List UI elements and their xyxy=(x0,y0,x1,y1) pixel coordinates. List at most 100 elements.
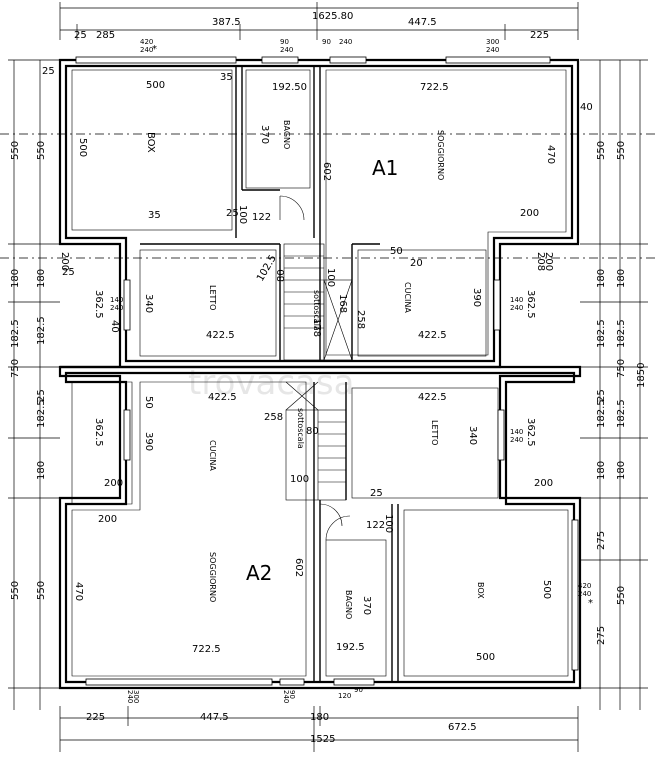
dim-bot-win120: 120 xyxy=(338,692,351,700)
dim-top-win2b: 240 xyxy=(280,46,293,54)
a2-dim-122: 122 xyxy=(366,520,385,531)
a2-cucina-soggiorno-outline xyxy=(71,381,307,677)
a1-win-240b: 240 xyxy=(110,304,123,312)
dim-left-180b: 180 xyxy=(36,461,47,480)
dim-top-225: 225 xyxy=(530,30,549,41)
dim-bot-6725: 672.5 xyxy=(448,722,477,733)
dim-bot-225: 225 xyxy=(86,712,105,723)
a1-dim-left-25b: 25 xyxy=(62,267,75,278)
a1-dim-50: 50 xyxy=(390,246,403,257)
a1-dim-80: 80 xyxy=(276,269,287,282)
a2-dim-1925: 192.5 xyxy=(336,642,365,653)
dim-bot-180: 180 xyxy=(310,712,329,723)
dim-right2-550: 550 xyxy=(616,141,627,160)
dim-top-285: 285 xyxy=(96,30,115,41)
a2-dim-50: 50 xyxy=(143,396,154,409)
dim-left-1825: 182.5 xyxy=(10,319,21,348)
a2-letto-label: LETTO xyxy=(430,420,439,445)
dim-left-180: 180 xyxy=(10,269,21,288)
a1-win-240: 240 xyxy=(510,304,523,312)
a2-dim-r3625: 362.5 xyxy=(525,418,536,447)
a1-dim-20: 20 xyxy=(410,258,423,269)
a1-dim-122: 122 xyxy=(252,212,271,223)
a1-win-140: 140 xyxy=(510,296,523,304)
dim-top-win4b: 240 xyxy=(486,46,499,54)
dim-left-550b: 550 xyxy=(10,581,21,600)
a1-sottoscala-label: sottoscala xyxy=(312,290,321,331)
dim-bot-win90: 90 xyxy=(288,690,296,699)
unit-a2-label: A2 xyxy=(246,561,272,585)
a2-dim-letto-340: 340 xyxy=(467,426,478,445)
dim-right2-1825: 182.5 xyxy=(616,319,627,348)
dim-left-750: 750 xyxy=(10,359,21,378)
a2-windows xyxy=(85,409,579,686)
a1-dim-sog-470: 470 xyxy=(545,145,556,164)
a2-bagno-door xyxy=(325,515,351,541)
dim-bot-4475: 447.5 xyxy=(200,712,229,723)
watermark: trovacasa xyxy=(188,363,354,403)
a1-letto-outline xyxy=(139,249,277,357)
a1-dim-35-bot: 35 xyxy=(148,210,161,221)
a2-stair-door xyxy=(319,503,343,527)
a2-dim-3625: 362.5 xyxy=(93,418,104,447)
star-a2: * xyxy=(588,598,593,609)
dim-top-387: 387.5 xyxy=(212,17,241,28)
a1-bagno-label: BAGNO xyxy=(282,120,291,149)
a2-win-420: 420 xyxy=(578,582,591,590)
a1-dim-left-3625: 362.5 xyxy=(93,290,104,319)
dim-left2-180: 180 xyxy=(36,269,47,288)
a1-dim-left-25: 25 xyxy=(42,66,55,77)
a2-win-140: 140 xyxy=(510,428,523,436)
a1-dim-stair-168: 168 xyxy=(337,294,348,313)
a1-dim-cucina-390: 390 xyxy=(471,288,482,307)
dim-left2-550b: 550 xyxy=(36,581,47,600)
dim-right-750: 750 xyxy=(616,359,627,378)
a1-box-label: BOX xyxy=(145,132,156,153)
dim-left2-550: 550 xyxy=(36,141,47,160)
a1-dim-sog-602: 602 xyxy=(321,162,332,181)
a2-sottoscala-label: sottoscala xyxy=(296,408,305,449)
a2-dim-602: 602 xyxy=(293,558,304,577)
dim-right-550b: 550 xyxy=(616,586,627,605)
top-dimension-lines xyxy=(59,2,579,40)
a2-dim-100b: 100 xyxy=(383,514,394,533)
a2-dim-100: 100 xyxy=(290,474,309,485)
a1-dim-25: 25 xyxy=(226,208,239,219)
a2-bagno-outline xyxy=(325,539,387,677)
dim-left2-1825: 182.5 xyxy=(36,316,47,345)
a1-dim-cucina-4225: 422.5 xyxy=(418,330,447,341)
a2-dim-25: 25 xyxy=(370,488,383,499)
a2-dim-7225: 722.5 xyxy=(192,644,221,655)
a1-dim-sog-200: 200 xyxy=(520,208,539,219)
a1-dim-left-200: 200 xyxy=(59,252,70,271)
dim-top-win4: 300 xyxy=(486,38,499,46)
a1-win-140b: 140 xyxy=(110,296,123,304)
dim-right2-180b: 180 xyxy=(616,461,627,480)
a1-soggiorno-label: SOGGIORNO xyxy=(436,130,445,180)
bottom-dimension-lines xyxy=(59,706,579,752)
a2-dim-200b: 200 xyxy=(98,514,117,525)
a1-bagno-outline xyxy=(245,69,311,189)
star-top: * xyxy=(152,44,157,55)
a2-win-240: 240 xyxy=(510,436,523,444)
a1-dim-left-40: 40 xyxy=(109,320,120,333)
a1-dim-stair-178: 178 xyxy=(311,318,322,337)
a2-left-recess xyxy=(71,381,133,505)
dim-right-25: 25 xyxy=(596,389,607,402)
a1-dim-35-top: 35 xyxy=(220,72,233,83)
unit-a1-label: A1 xyxy=(372,156,398,180)
a2-stairs xyxy=(285,381,347,501)
a1-dim-letto-340: 340 xyxy=(143,294,154,313)
dim-top-win3b: 240 xyxy=(339,38,352,46)
a2-dim-letto-4225: 422.5 xyxy=(418,392,447,403)
dim-right-1825: 182.5 xyxy=(596,319,607,348)
a1-dim-500-top: 500 xyxy=(146,80,165,91)
dim-bot-1525: 1525 xyxy=(310,734,335,745)
a2-dim-470: 470 xyxy=(73,582,84,601)
dim-left-1825b: 182.5 xyxy=(36,399,47,428)
a1-cucina-outline xyxy=(357,249,487,357)
a2-box-label: BOX xyxy=(476,582,485,599)
a1-letto-label: LETTO xyxy=(208,285,217,310)
dim-right2-1825b: 182.5 xyxy=(616,399,627,428)
dim-bot-win90b: 90 xyxy=(354,686,363,694)
